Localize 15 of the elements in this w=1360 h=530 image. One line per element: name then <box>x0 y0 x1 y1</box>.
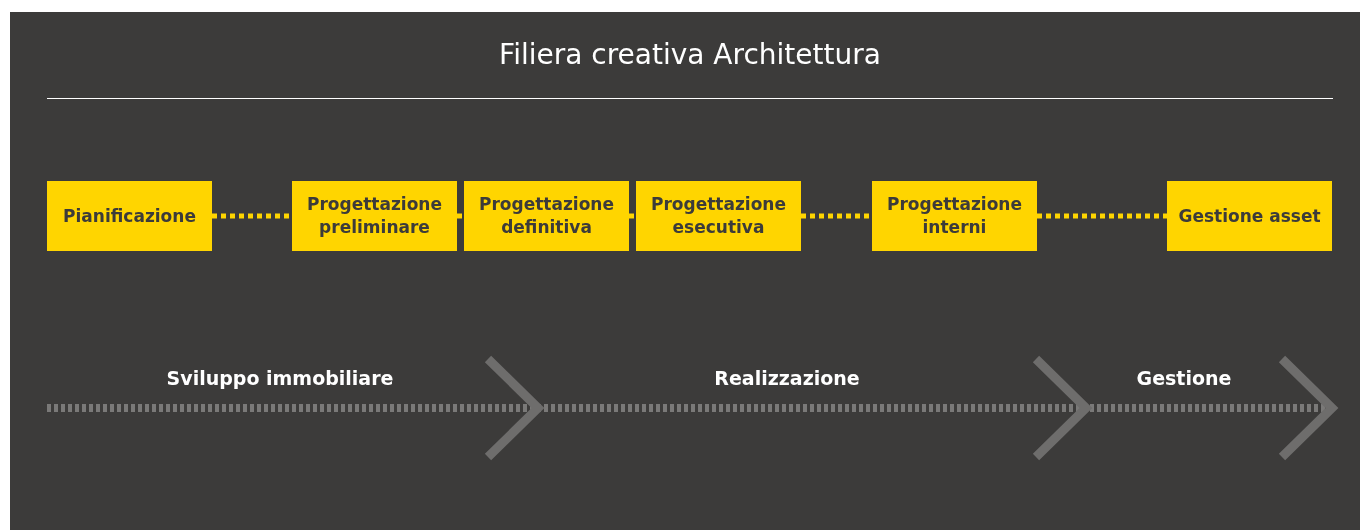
phase-box: Gestione asset <box>1167 181 1332 251</box>
phase-box: Progettazione interni <box>872 181 1037 251</box>
connector-line <box>457 213 464 219</box>
phase-box: Pianificazione <box>47 181 212 251</box>
connector-line <box>1037 213 1167 219</box>
diagram-title: Filiera creativa Architettura <box>498 38 882 71</box>
phase-box: Progettazione definitiva <box>464 181 629 251</box>
connector-line <box>212 213 292 219</box>
phase-label: Gestione <box>1136 367 1232 389</box>
connector-line <box>801 213 872 219</box>
phase-box: Progettazione esecutiva <box>636 181 801 251</box>
phase-label: Sviluppo immobiliare <box>166 367 394 389</box>
connector-line <box>629 213 636 219</box>
phase-box: Progettazione preliminare <box>292 181 457 251</box>
phase-label: Realizzazione <box>714 367 860 389</box>
